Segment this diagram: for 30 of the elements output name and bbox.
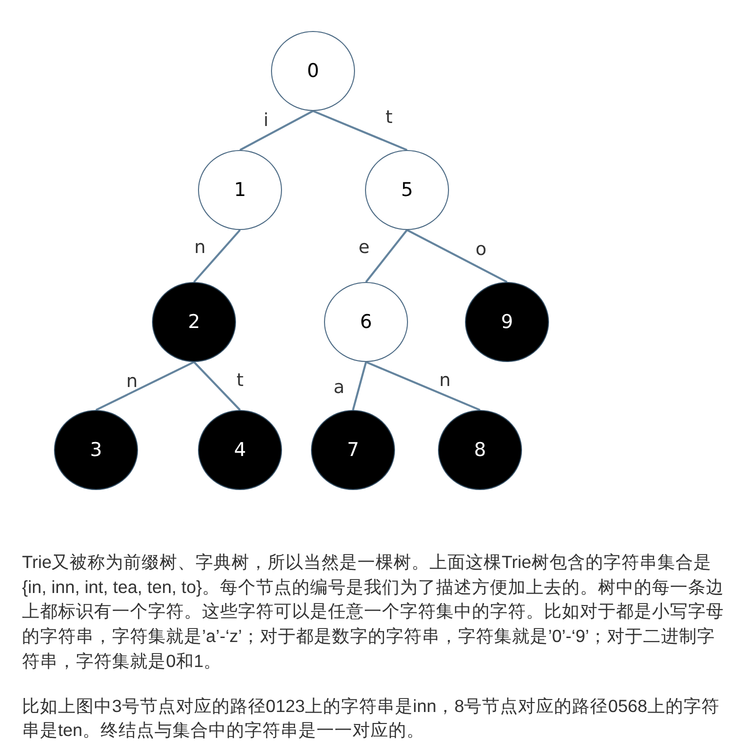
edge-label: a: [333, 379, 345, 397]
node-circle: 5: [365, 150, 449, 230]
edge-line: [193, 361, 241, 411]
edge-line: [96, 361, 194, 411]
edge-label: i: [264, 112, 268, 130]
edge-label: o: [476, 241, 486, 259]
edge-line: [352, 362, 367, 410]
paragraph: 比如上图中3号节点对应的路径0123上的字符串是inn，8号节点对应的路径0568上的字符串是ten。终结点与集合中的字符串是一一对应的。: [22, 694, 720, 742]
node-circle: 1: [198, 150, 282, 230]
edge-label: t: [236, 372, 244, 390]
edge-line: [193, 229, 241, 283]
edge-label: e: [358, 239, 370, 257]
edge-line: [365, 229, 408, 283]
node-circle: 0: [271, 31, 355, 111]
edge-line: [240, 110, 314, 151]
edge-label: t: [385, 109, 393, 127]
edge-line: [312, 110, 408, 151]
edge-line: [406, 229, 508, 283]
node-circle: 9: [465, 282, 549, 362]
edge-line: [366, 361, 480, 411]
node-circle: 6: [324, 282, 408, 362]
node-circle: 4: [198, 410, 282, 490]
edge-label: n: [126, 373, 138, 391]
node-circle: 2: [152, 282, 236, 362]
node-circle: 3: [54, 410, 138, 490]
paragraph: Trie又被称为前缀树、字典树，所以当然是一棵树。上面这棵Trie树包含的字符串集合是{in, inn, int, tea, ten, to}。每个节点的编号是我们为了描述方便加上去的。树中的每一条边上都标识有一个字符。这些字符可以是任意一个字符集中的字符。比如对于都是小写字母的字符串，字符集就是’a’-‘z’；对于都是数字的字符串，字符集就是’0’-‘9’；对于二进制字符串，字符集就是0和1。: [22, 551, 724, 673]
edge-label: n: [194, 239, 206, 257]
edge-label: n: [439, 372, 451, 390]
node-circle: 7: [311, 410, 395, 490]
node-circle: 8: [438, 410, 522, 490]
